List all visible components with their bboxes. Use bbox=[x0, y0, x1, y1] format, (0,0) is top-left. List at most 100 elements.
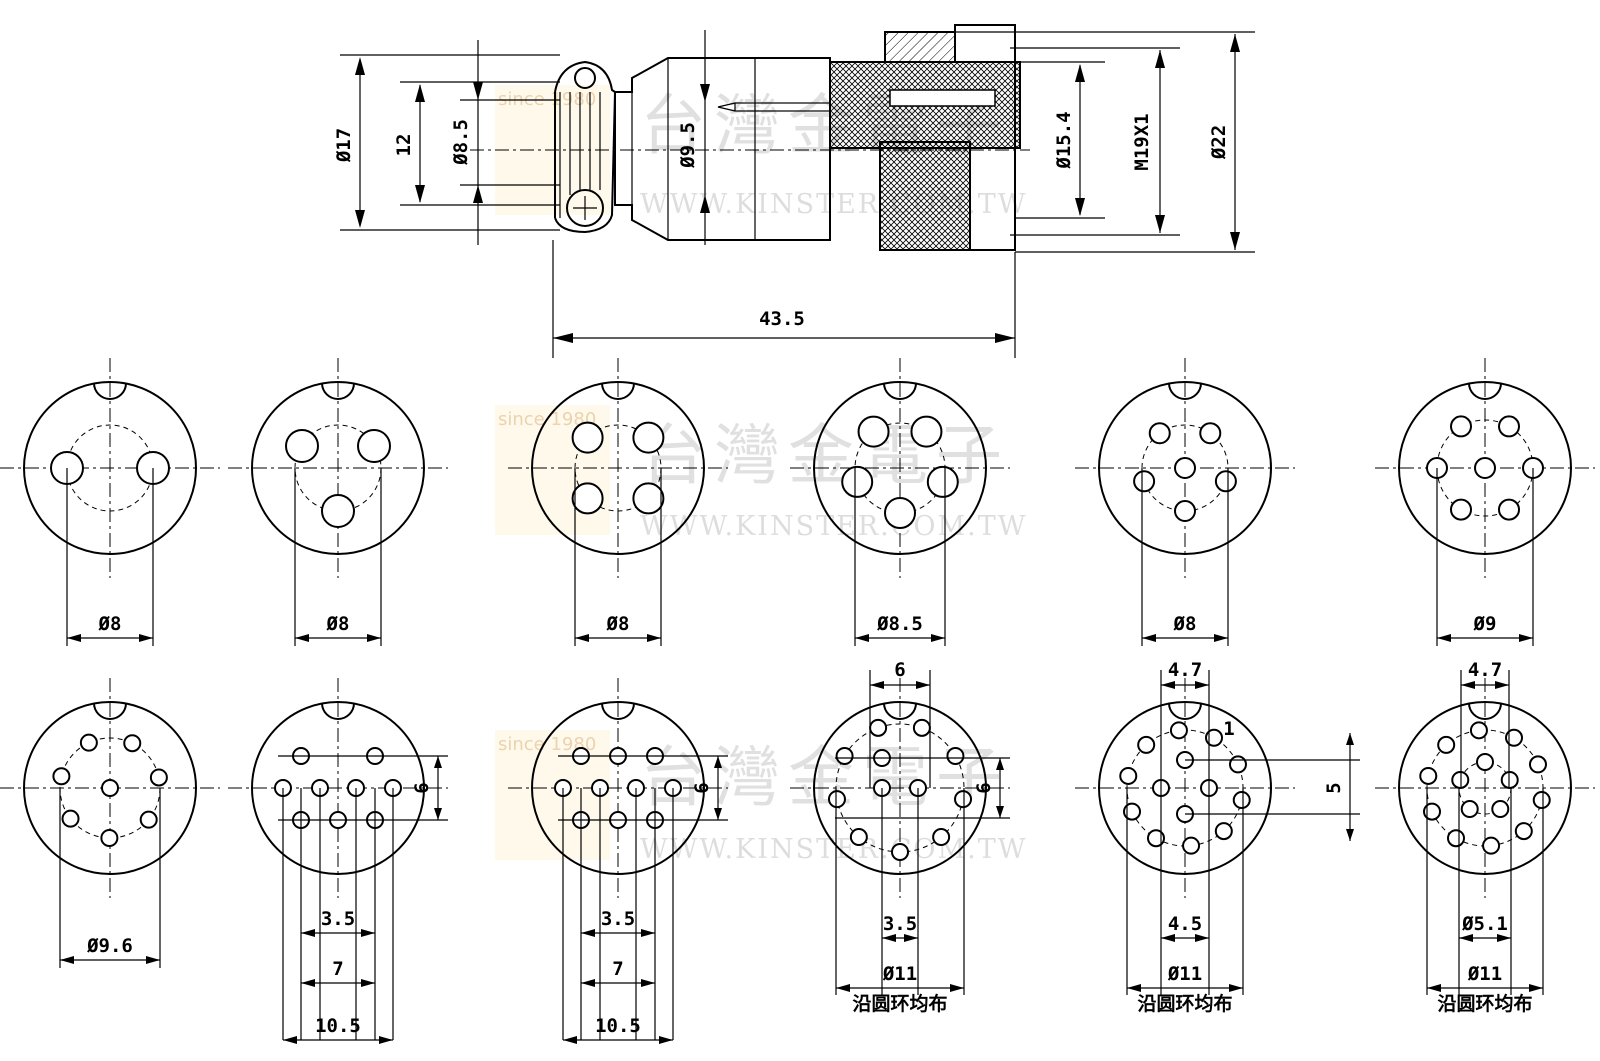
dim-label: 4.5 bbox=[1168, 913, 1202, 935]
pin-hole bbox=[1498, 498, 1520, 521]
pin-hole bbox=[1214, 470, 1237, 493]
shell-body bbox=[614, 57, 831, 241]
dim-label: Ø11 bbox=[1467, 963, 1502, 985]
pin-hole bbox=[285, 429, 319, 463]
pin-hole bbox=[1514, 822, 1533, 841]
dim-d9-5: Ø9.5 bbox=[677, 122, 699, 169]
connector-10-outline bbox=[531, 701, 705, 875]
pin-hole bbox=[954, 790, 973, 809]
pin-hole bbox=[1174, 457, 1196, 479]
connector-3-outline bbox=[251, 381, 425, 555]
key-notch bbox=[601, 702, 635, 720]
screw-head-icon bbox=[566, 189, 604, 227]
key-notch bbox=[1168, 382, 1202, 400]
pin-hole bbox=[1476, 753, 1494, 771]
socket-insert bbox=[889, 89, 996, 107]
dim-thread: M19X1 bbox=[1131, 113, 1153, 170]
pin-hole bbox=[123, 734, 142, 753]
connector-12-outline bbox=[813, 701, 987, 875]
dim-label: 3.5 bbox=[601, 908, 635, 930]
pin-hole bbox=[1491, 800, 1510, 819]
pin-hole bbox=[1469, 721, 1488, 740]
dim-label: 6 bbox=[411, 782, 433, 793]
key-notch bbox=[1468, 702, 1502, 720]
pin-hole bbox=[1505, 728, 1523, 747]
dim-d15-4: Ø15.4 bbox=[1053, 111, 1075, 169]
dim-label: Ø8 bbox=[1173, 613, 1197, 635]
pin-hole bbox=[1532, 791, 1551, 810]
clamp-ribs bbox=[559, 92, 601, 218]
pin-hole bbox=[52, 767, 71, 786]
connector-6-outline bbox=[1098, 381, 1272, 555]
pin-hole bbox=[946, 747, 965, 765]
dim-label: Ø11 bbox=[1167, 963, 1202, 985]
pin-hole bbox=[1205, 728, 1223, 747]
connector-9-outline bbox=[251, 701, 425, 875]
pin-hole bbox=[79, 733, 98, 752]
pin-hole bbox=[632, 421, 665, 454]
connector-4-outline bbox=[531, 381, 705, 555]
pin-hole bbox=[101, 779, 119, 797]
pin-hole bbox=[1214, 822, 1233, 841]
pin-hole bbox=[1137, 735, 1156, 754]
clamp-outline bbox=[554, 91, 616, 234]
pin-hole bbox=[857, 415, 890, 448]
pin-hole bbox=[1199, 422, 1222, 445]
dim-label: 6 bbox=[691, 782, 713, 793]
dim-label: 7 bbox=[332, 958, 343, 980]
clamp-hole bbox=[574, 67, 596, 89]
pin-hole bbox=[1232, 791, 1251, 810]
pin-hole bbox=[1460, 800, 1479, 819]
dim-d17: Ø17 bbox=[333, 128, 355, 163]
pin-hole bbox=[1147, 829, 1165, 848]
pin-hole bbox=[1437, 735, 1456, 754]
note-label: 沿圆环均布 bbox=[1437, 992, 1532, 1015]
extension-lines bbox=[955, 31, 1255, 253]
pin-hole bbox=[835, 747, 854, 765]
key-notch bbox=[321, 382, 355, 400]
dim-label: Ø9.6 bbox=[86, 935, 133, 957]
dim-label: Ø9 bbox=[1473, 613, 1497, 635]
dim-label: Ø11 bbox=[882, 963, 917, 985]
pin-hole bbox=[571, 482, 604, 515]
key-notch bbox=[93, 382, 127, 400]
pin-hole bbox=[1123, 802, 1142, 821]
pin-hole bbox=[1498, 415, 1520, 438]
pin-hole bbox=[869, 718, 888, 737]
key-notch bbox=[883, 382, 917, 400]
dim-label: 6 bbox=[973, 782, 995, 793]
pin-hole bbox=[1228, 755, 1247, 774]
dim-length: 43.5 bbox=[759, 308, 805, 330]
key-notch bbox=[1168, 702, 1202, 720]
key-notch bbox=[1468, 382, 1502, 400]
dim-label: 4.7 bbox=[1168, 659, 1202, 681]
pin-hole bbox=[1419, 766, 1438, 785]
side-view: Ø17 12 Ø8.5 Ø9.5 Ø15.4 M19X1 Ø22 43.5 bbox=[333, 24, 1255, 358]
pin-hole bbox=[632, 482, 665, 515]
pin-hole bbox=[1482, 836, 1501, 855]
nut-lower bbox=[879, 141, 971, 251]
pin-hole bbox=[1447, 829, 1465, 848]
shell-lines bbox=[631, 58, 756, 240]
pin-hole bbox=[1450, 415, 1472, 438]
dim-label: 10.5 bbox=[595, 1015, 641, 1037]
pin-hole bbox=[1174, 500, 1196, 522]
ext-thread bbox=[1010, 47, 1180, 236]
dim-label: 3.5 bbox=[321, 908, 355, 930]
pin-hole bbox=[849, 828, 868, 847]
pin-hole bbox=[100, 828, 119, 847]
dim-label: 10.5 bbox=[315, 1015, 361, 1037]
dim-label: Ø5.1 bbox=[1461, 913, 1508, 935]
note-label: 沿圆环均布 bbox=[1137, 992, 1232, 1015]
pin-hole bbox=[1182, 836, 1201, 855]
ext-length bbox=[552, 240, 1016, 358]
pin-tip bbox=[717, 102, 736, 112]
nut-cap bbox=[884, 31, 956, 63]
clamp-body bbox=[554, 60, 616, 218]
dim-label: Ø8 bbox=[326, 613, 350, 635]
pin-hole bbox=[910, 415, 943, 448]
pin-hole bbox=[139, 810, 158, 829]
key-notch bbox=[601, 382, 635, 400]
pin-hole bbox=[1148, 422, 1171, 445]
ext-d8-5 bbox=[460, 99, 560, 186]
